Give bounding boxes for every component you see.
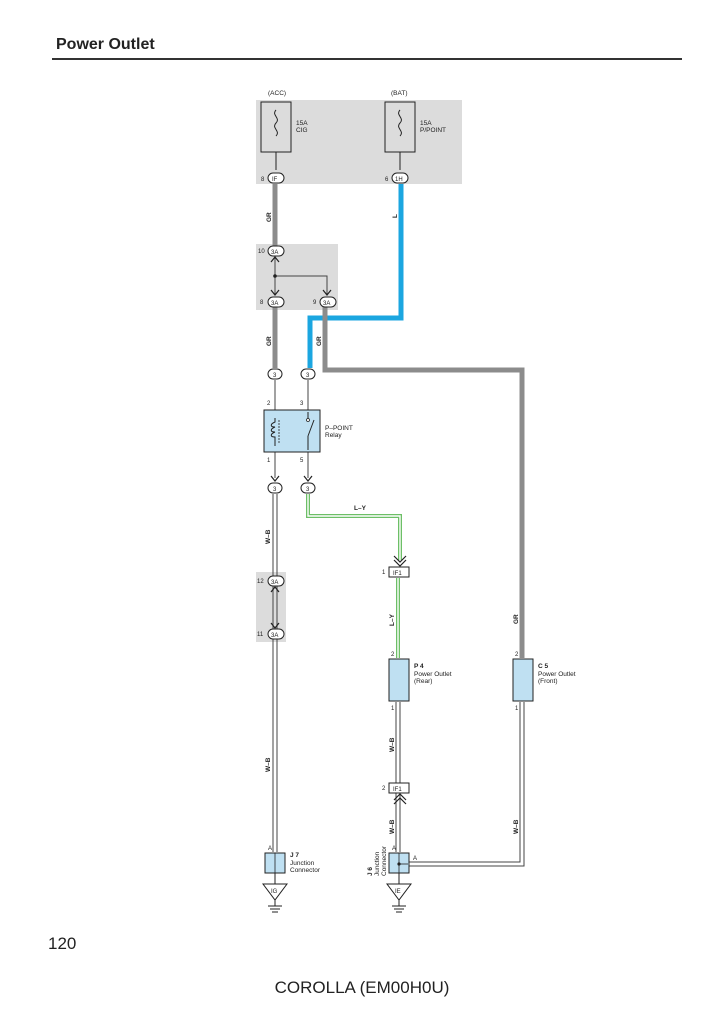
wire-gr-front xyxy=(322,304,525,658)
fuse-bat-pin: 6 xyxy=(385,177,389,183)
connector-3-out-right-label: 3 xyxy=(306,487,310,493)
wire-label-gr-3: GR xyxy=(316,336,323,346)
junction-3a-pin-10: 10 xyxy=(258,249,265,255)
wire-l-bat xyxy=(307,184,404,368)
front-outlet-code: C 5 xyxy=(538,663,549,670)
front-outlet-pin-2: 2 xyxy=(515,652,519,658)
connector-3a-8-label: 3A xyxy=(271,301,278,307)
junction-3a-pin-9: 9 xyxy=(313,300,317,306)
relay-name-2: Relay xyxy=(325,432,342,439)
rear-outlet-pin-1: 1 xyxy=(391,706,395,712)
connector-3-left-label: 3 xyxy=(273,373,277,379)
wire-label-wb-1: W–B xyxy=(265,529,272,544)
connector-3a-8 xyxy=(267,296,285,308)
junction-3a-pin-11: 11 xyxy=(257,632,264,638)
wire-wb-front xyxy=(408,702,521,863)
j6-line2: Connector xyxy=(381,845,388,876)
fuse-box-shade xyxy=(256,100,462,184)
j6-pin-a-right: A xyxy=(413,856,417,862)
rear-outlet-line1: Power Outlet xyxy=(414,671,452,678)
connector-1h-label: 1H xyxy=(395,177,403,183)
fuse-bat-name: P/POINT xyxy=(420,127,446,134)
relay-pin-5: 5 xyxy=(300,458,304,464)
j6-pin-a-top: A xyxy=(392,846,396,852)
connector-3-left xyxy=(267,368,283,380)
j6-line1: Junction xyxy=(374,851,381,876)
fuse-bat-source: (BAT) xyxy=(391,90,408,97)
connector-3a-11-label: 3A xyxy=(271,633,278,639)
connector-3-right xyxy=(300,368,316,380)
connector-3a-11 xyxy=(267,628,285,640)
connector-if xyxy=(267,172,285,184)
connector-3-out-left-label: 3 xyxy=(273,487,277,493)
fuse-acc-name: CIG xyxy=(296,127,308,134)
connector-3a-12 xyxy=(267,575,285,587)
fuse-acc-source: (ACC) xyxy=(268,90,286,97)
wire-label-ly-1: L–Y xyxy=(354,505,367,512)
connector-3-out-right xyxy=(300,482,316,494)
ground-ig-icon xyxy=(262,883,288,901)
ground-ie-label: IE xyxy=(395,889,401,895)
wire-label-gr-4: GR xyxy=(513,614,520,624)
p-point-relay xyxy=(263,409,321,453)
j7-line2: Connector xyxy=(290,867,321,874)
j6-code: J 6 xyxy=(367,867,374,876)
wire-label-gr-1: GR xyxy=(266,212,273,222)
relay-pin-2: 2 xyxy=(267,401,271,407)
connector-if1-lower-label: IF1 xyxy=(393,787,402,793)
connector-3a-12-label: 3A xyxy=(271,580,278,586)
j7-pin-a: A xyxy=(268,846,272,852)
connector-3-out-left xyxy=(267,482,283,494)
connector-if1-upper-label: IF1 xyxy=(393,571,402,577)
j7-code: J 7 xyxy=(290,852,299,859)
wire-label-wb-4: W–B xyxy=(389,819,396,834)
wire-label-wb-3: W–B xyxy=(389,737,396,752)
fuse-acc-pin: 8 xyxy=(261,177,265,183)
page-number: 120 xyxy=(48,934,77,953)
wire-label-gr-2: GR xyxy=(266,336,273,346)
relay-coil-icon xyxy=(270,418,276,446)
rear-outlet-pin-2: 2 xyxy=(391,652,395,658)
connector-if1-upper xyxy=(388,566,410,578)
page-title: Power Outlet xyxy=(56,36,155,53)
wire-label-ly-2: L–Y xyxy=(389,613,396,626)
rear-outlet-code: P 4 xyxy=(414,663,424,670)
ground-ig-label: IG xyxy=(271,889,278,895)
front-outlet-pin-1: 1 xyxy=(515,706,519,712)
connector-3-right-label: 3 xyxy=(306,373,310,379)
connector-3a-9-label: 3A xyxy=(323,301,330,307)
connector-3a-9 xyxy=(319,296,337,308)
fuse-acc-icon xyxy=(274,109,278,137)
wire-label-l: L xyxy=(392,214,399,218)
power-outlet-front xyxy=(512,658,534,702)
rear-outlet-line2: (Rear) xyxy=(414,678,432,685)
fuse-bat-rating: 15A xyxy=(420,120,432,127)
junction-3a-pin-12: 12 xyxy=(257,579,264,585)
relay-switch-icon xyxy=(307,419,315,437)
if1-pin-1: 1 xyxy=(382,570,386,576)
connector-3a-10-label: 3A xyxy=(271,250,278,256)
fuse-bat-icon xyxy=(398,109,402,137)
front-outlet-line2: (Front) xyxy=(538,678,558,685)
fuse-acc-rating: 15A xyxy=(296,120,308,127)
ground-ie-icon xyxy=(386,883,412,901)
connector-1h xyxy=(391,172,409,184)
relay-pin-1: 1 xyxy=(267,458,271,464)
connector-if1-lower xyxy=(388,782,410,794)
relay-name-1: P–POINT xyxy=(325,425,353,432)
power-outlet-rear xyxy=(388,658,410,702)
relay-pin-3: 3 xyxy=(300,401,304,407)
if1-pin-2: 2 xyxy=(382,786,386,792)
front-outlet-line1: Power Outlet xyxy=(538,671,576,678)
wire-ly xyxy=(306,494,402,560)
j7-line1: Junction xyxy=(290,860,315,867)
title-rule xyxy=(52,58,682,60)
junction-3a-pin-8: 8 xyxy=(260,300,264,306)
connector-if-label: IF xyxy=(272,177,278,183)
footer-model-code: COROLLA (EM00H0U) xyxy=(274,978,450,997)
wire-label-wb-2: W–B xyxy=(265,757,272,772)
connector-3a-10 xyxy=(267,245,285,257)
wire-label-wb-5: W–B xyxy=(513,819,520,834)
